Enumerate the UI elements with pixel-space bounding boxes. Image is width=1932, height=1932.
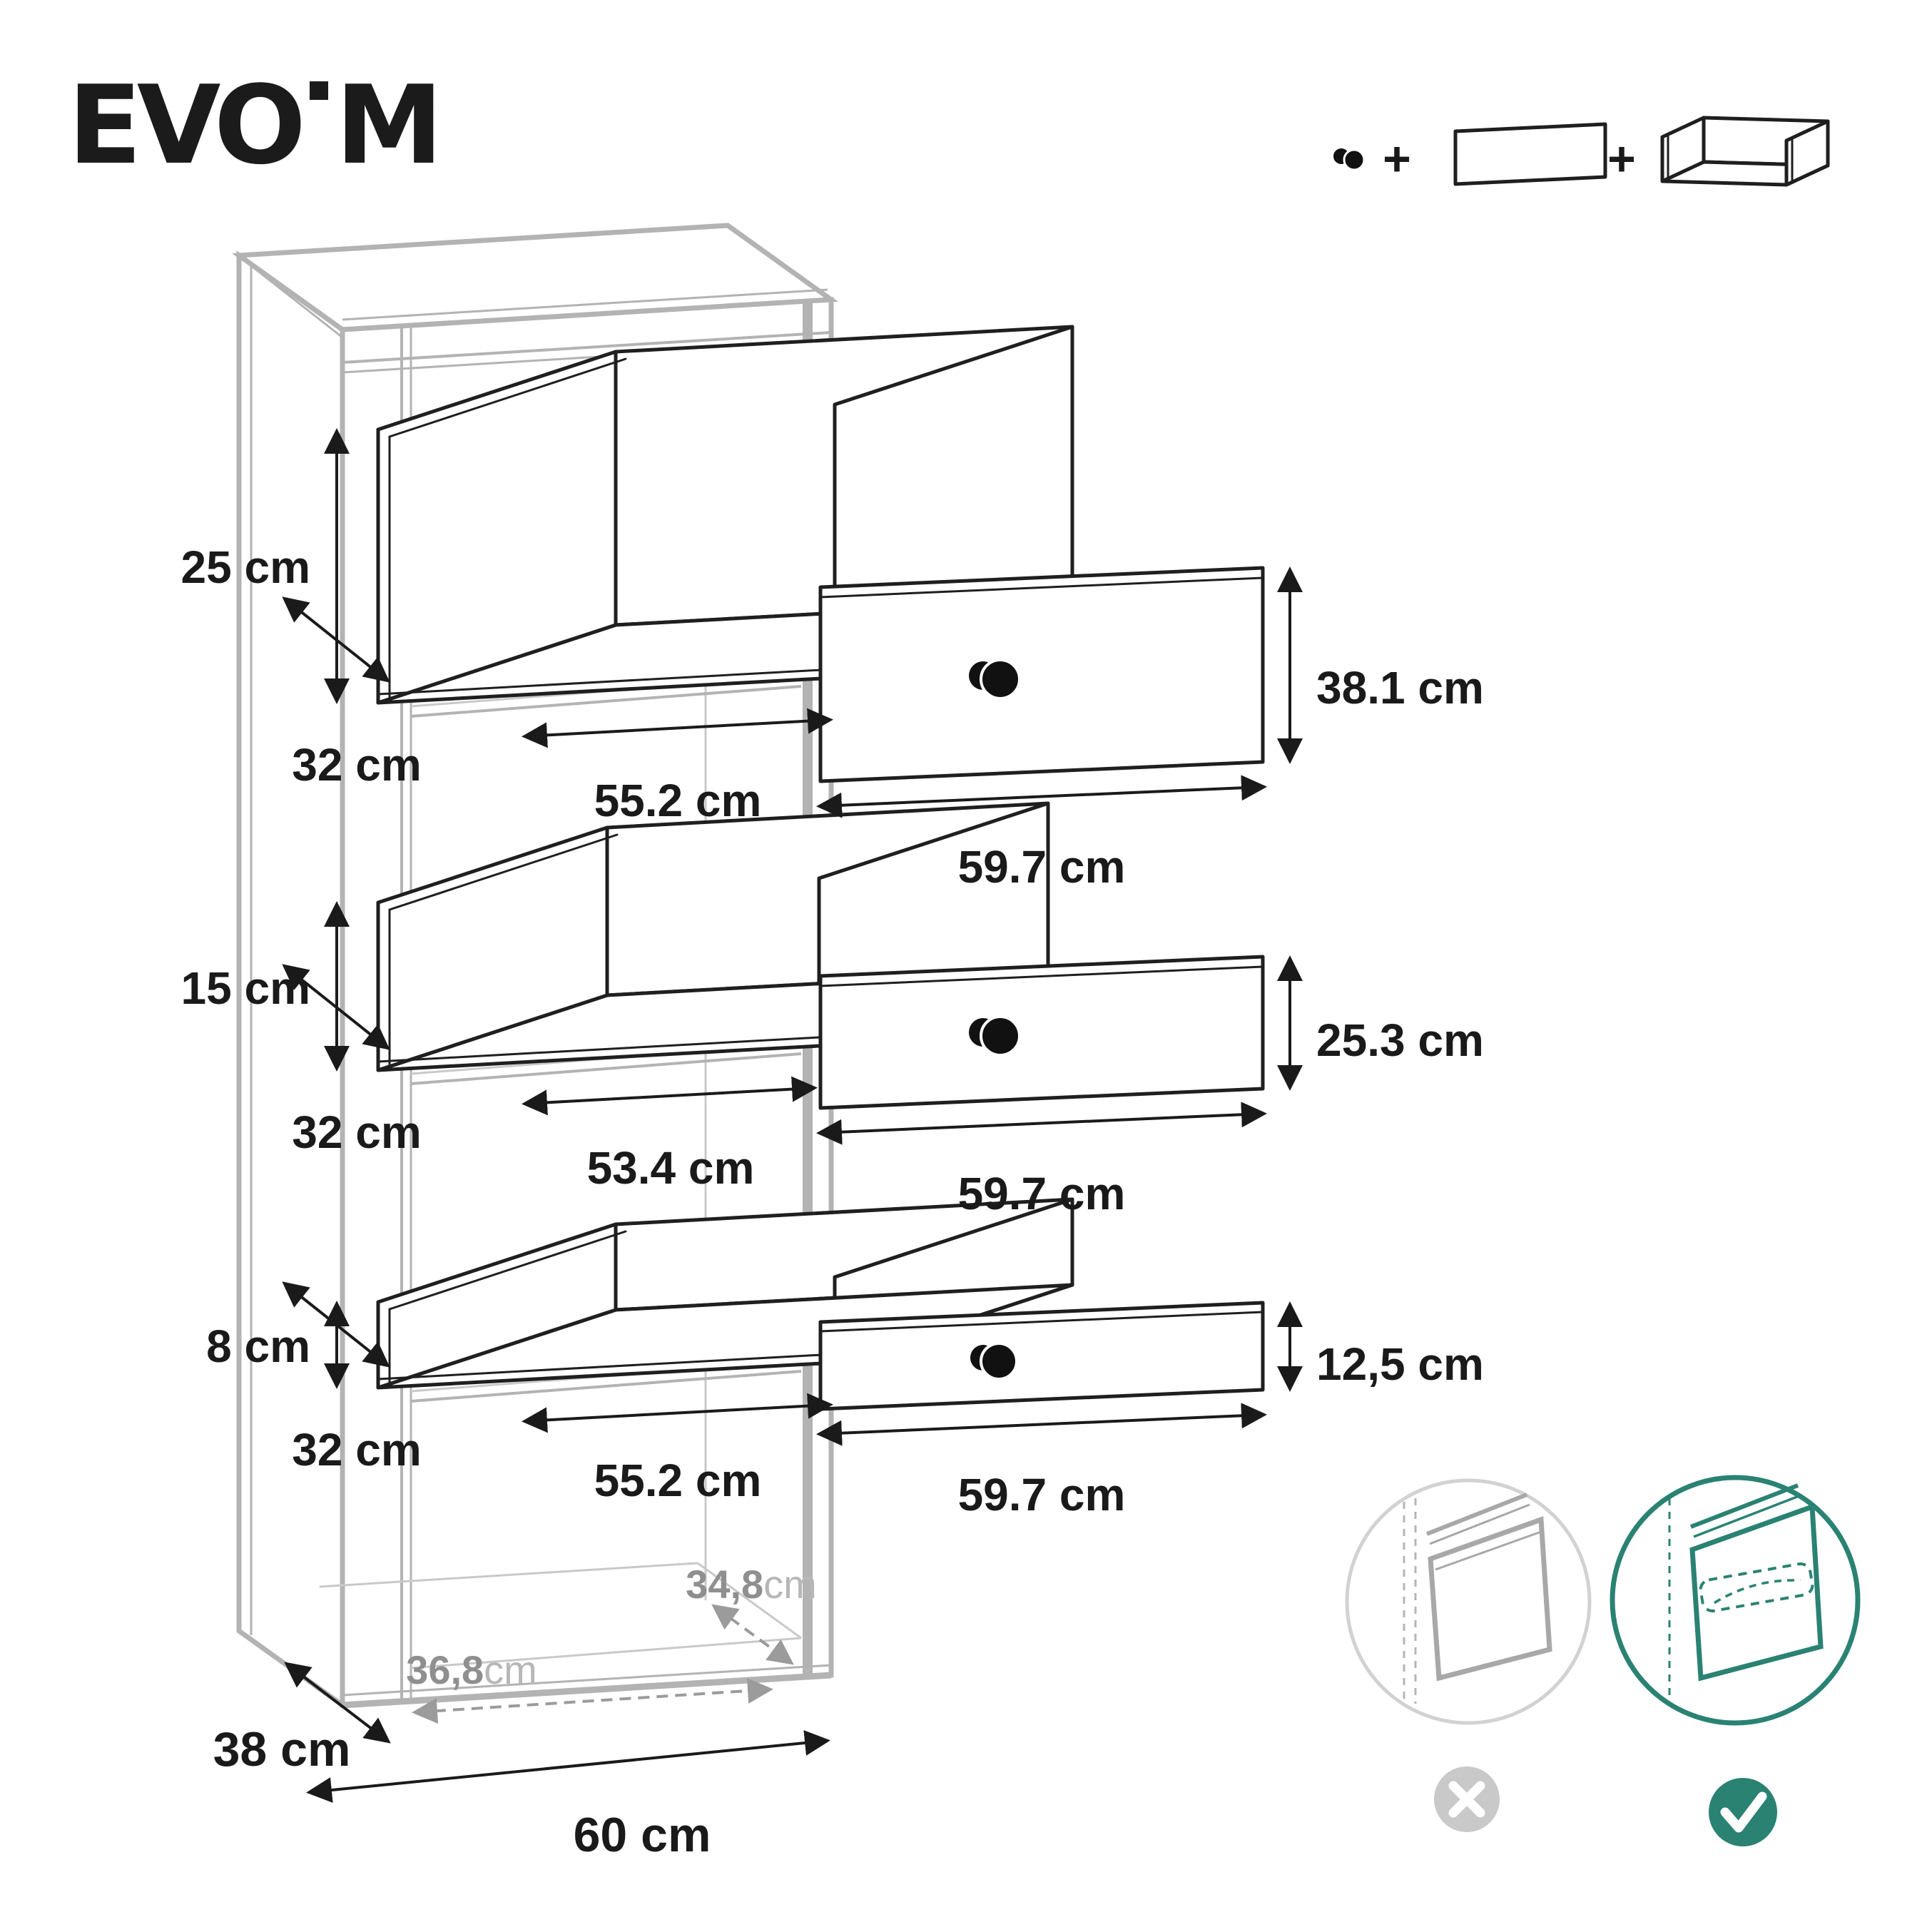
check-badge	[1709, 1778, 1777, 1846]
dim-front3-width: 59.7 cm	[958, 1469, 1126, 1520]
knob-icon	[970, 1342, 1018, 1381]
handle-cutout-dashed	[1699, 1562, 1814, 1612]
logo-text-m: M	[335, 62, 443, 188]
logo-apostrophe-square	[310, 81, 329, 100]
dim-inner-width: 36,8cm	[406, 1647, 537, 1692]
handle-detail-sketch	[1668, 1483, 1824, 1702]
parts-formula: + +	[1333, 116, 1830, 187]
dim-drawer3-height: 8 cm	[206, 1321, 310, 1372]
dim-drawer1-width: 55.2 cm	[594, 775, 762, 826]
dim-drawer2-depth: 32 cm	[292, 1107, 421, 1158]
knob-icon	[969, 1015, 1021, 1057]
dim-outer-width: 60 cm	[574, 1808, 711, 1862]
drawer-front-icon	[1453, 122, 1607, 186]
option-right	[1610, 1475, 1861, 1846]
plus-sign: +	[1607, 132, 1636, 186]
dim-front2-height: 25.3 cm	[1316, 1015, 1484, 1066]
dim-front1-height: 38.1 cm	[1316, 662, 1484, 713]
logo-text-evo: EVO	[68, 62, 306, 188]
cross-badge	[1434, 1766, 1500, 1832]
drawer-front-panel-1	[818, 566, 1265, 783]
dim-drawer3-width: 55.2 cm	[594, 1455, 762, 1506]
dim-drawer1-depth: 32 cm	[292, 739, 421, 790]
dim-drawer1-height: 25 cm	[181, 542, 310, 593]
dim-drawer2-width: 53.4 cm	[587, 1142, 755, 1194]
knob-icon	[969, 659, 1021, 700]
plus-sign: +	[1383, 132, 1411, 186]
knob-icon	[1333, 148, 1366, 171]
dim-inner-depth: 34,8cm	[686, 1562, 817, 1607]
drawer-box-icon	[1660, 116, 1830, 187]
dim-drawer3-depth: 32 cm	[292, 1424, 421, 1475]
no-handle-detail-sketch	[1403, 1493, 1552, 1704]
option-wrong	[1345, 1478, 1592, 1832]
dim-outer-depth: 38 cm	[213, 1722, 351, 1776]
drawer-front-panel-3	[818, 1301, 1265, 1411]
dimension-annotations: 25 cm 32 cm 55.2 cm 38.1 cm 59.7 cm 15 c…	[181, 428, 1484, 1862]
dim-front3-height: 12,5 cm	[1316, 1338, 1484, 1390]
dim-front1-width: 59.7 cm	[958, 841, 1126, 893]
drawer-front-panel-2	[818, 955, 1265, 1110]
dim-front2-width: 59.7 cm	[958, 1168, 1126, 1219]
